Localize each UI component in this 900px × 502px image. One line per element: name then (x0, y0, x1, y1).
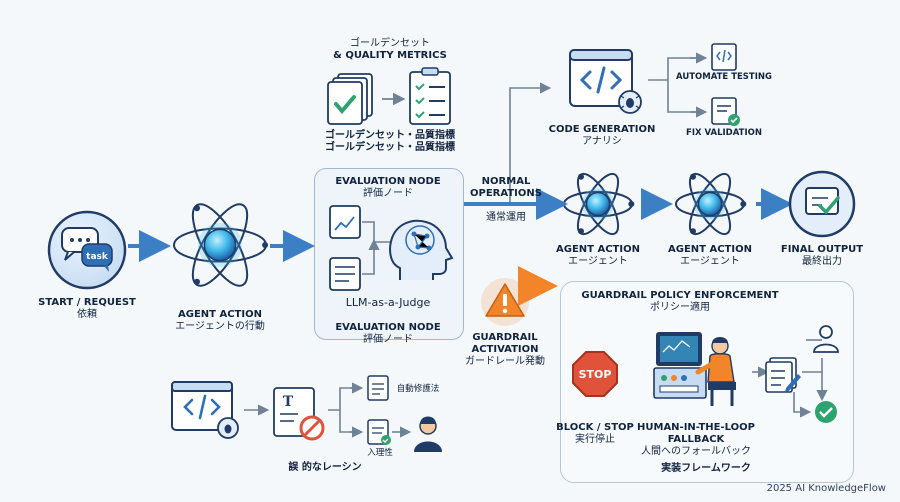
bubble-text: task (86, 252, 109, 262)
normal-operations-jp: 通常運用 (486, 212, 526, 223)
human-loop-title-2: FALLBACK (667, 434, 725, 445)
block-stop-jp: 実行停止 (574, 434, 615, 445)
start-jp: 依頼 (77, 309, 97, 320)
fix-validation-label: FIX VALIDATION (686, 128, 762, 138)
auto-fix-label: 自動修護法 (396, 384, 440, 394)
check-circle-icon (815, 401, 837, 423)
operator-console-icon (653, 332, 736, 406)
text-document-icon (329, 257, 361, 291)
llm-judge-label: LLM-as-a-Judge (345, 296, 431, 309)
edit-document-icon (765, 357, 801, 393)
golden-set-title: ゴールデンセット& QUALITY METRICS (333, 38, 447, 61)
validated-file-icon (711, 97, 740, 126)
stop-sign-text: STOP (579, 368, 612, 381)
human-loop-jp: 人間へのフォールバック (641, 446, 751, 457)
normal-title-2: OPERATIONS (470, 188, 542, 199)
chart-document-icon (329, 205, 361, 239)
warning-icon (481, 278, 529, 326)
document-icon-auto (367, 375, 389, 401)
automate-testing-label: AUTOMATE TESTING (676, 72, 772, 82)
start-node: task (47, 210, 127, 290)
atom-icon-main (173, 203, 269, 287)
evaluation-node-jp: 評価ノード (362, 188, 413, 199)
atom-icon-agent-2 (563, 172, 635, 236)
user-icon (813, 325, 839, 353)
agent-action-main-jp: エージェントの行動 (175, 321, 265, 332)
person-icon (414, 416, 442, 452)
stop-sign-icon: STOP (572, 351, 618, 397)
golden-set-caption-2: ゴールデンセット・品質指標 (325, 142, 455, 153)
validity-label: 入理性 (367, 448, 393, 458)
chat-bubble-icon: task (61, 227, 113, 272)
document-check-icon (367, 419, 391, 445)
code-file-icon (711, 43, 737, 71)
guardrail-activation-title-2: ACTIVATION (471, 344, 539, 355)
rejected-document-icon: T (273, 387, 325, 441)
evaluation-node-bottom-jp: 評価ノード (362, 334, 413, 345)
golden-set-caption: ゴールデンセット・品質指標ゴールデンセット・品質指標 (325, 130, 455, 153)
atom-icon-agent-3 (675, 172, 747, 236)
doc-letter: T (283, 394, 294, 410)
footer-credit: 2025 AI KnowledgeFlow (766, 483, 886, 494)
bottom-left-caption: 誤 的なレーシン (288, 462, 362, 473)
golden-set-title-en: & QUALITY METRICS (333, 50, 447, 61)
checklist-icon (409, 67, 451, 125)
document-stack-icon (327, 73, 373, 125)
guardrail-policy-jp: ポリシー適用 (649, 302, 710, 313)
agent-action-3-jp: エージェント (680, 256, 740, 267)
final-output-jp: 最終出力 (801, 256, 842, 267)
guardrail-activation-jp: ガードレール発動 (465, 356, 545, 367)
code-window-icon (569, 49, 642, 114)
agent-action-2-jp: エージェント (568, 256, 628, 267)
code-generation-jp: アナリシ (582, 136, 622, 147)
code-window-icon-bottom (171, 381, 239, 439)
final-output-icon (788, 170, 856, 238)
ai-head-icon (389, 219, 454, 280)
guardrail-framework-label: 実装フレームワーク (661, 463, 751, 474)
